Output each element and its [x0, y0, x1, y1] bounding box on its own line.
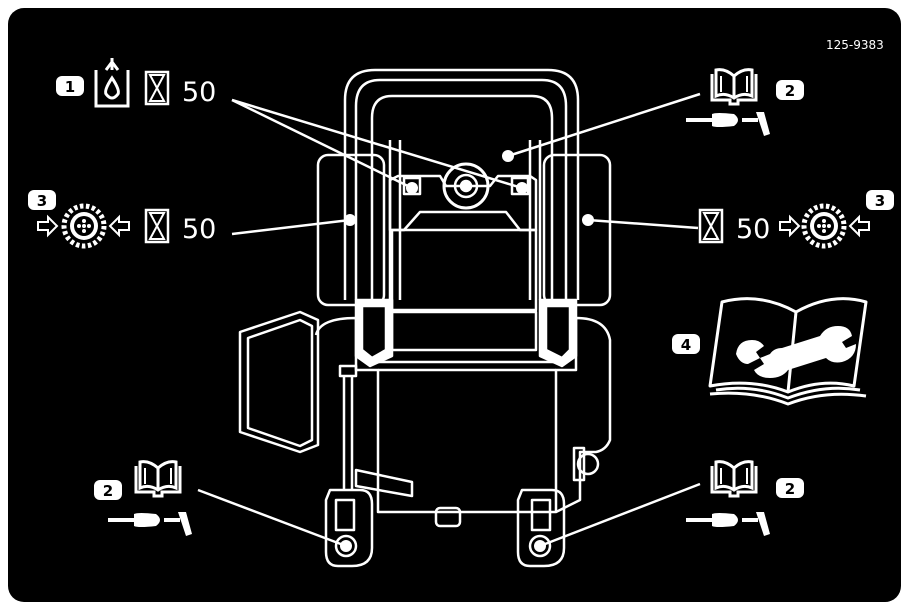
callout-number: 2: [103, 482, 113, 500]
leader-lines: [197, 92, 701, 548]
callout-badge: [28, 190, 56, 210]
callout-badge: [56, 76, 84, 96]
callout-service-manual: 4: [672, 297, 868, 406]
manual-wrench-icon: [708, 297, 868, 406]
decal-background: [8, 8, 901, 602]
callout-grease-bottom-left: 2: [94, 460, 192, 536]
callout-air-filter-left: 3 50: [28, 190, 216, 246]
part-number: 125-9383: [826, 38, 884, 52]
callout-air-filter-right: 50 3: [698, 190, 894, 246]
callout-number: 2: [785, 480, 795, 498]
machine-illustration: [238, 68, 612, 568]
callout-number: 2: [785, 82, 795, 100]
callout-grease-top-right: 2: [686, 68, 804, 136]
callout-number: 4: [681, 336, 691, 354]
callout-badge: [776, 478, 804, 498]
callout-grease-bottom-right: 2: [686, 460, 804, 536]
callout-number: 3: [37, 192, 47, 210]
service-interval: 50: [736, 214, 770, 245]
service-interval: 50: [182, 77, 216, 108]
oil-reservoir-icon: [94, 58, 130, 108]
callout-number: 3: [875, 192, 885, 210]
callout-badge: [94, 480, 122, 500]
callout-fuel-oil: 1 50: [56, 58, 216, 108]
callout-badge: [866, 190, 894, 210]
callout-badge: [672, 334, 700, 354]
wrench-icon: [736, 326, 856, 378]
callout-number: 1: [65, 78, 75, 96]
callout-badge: [776, 80, 804, 100]
service-interval: 50: [182, 214, 216, 245]
